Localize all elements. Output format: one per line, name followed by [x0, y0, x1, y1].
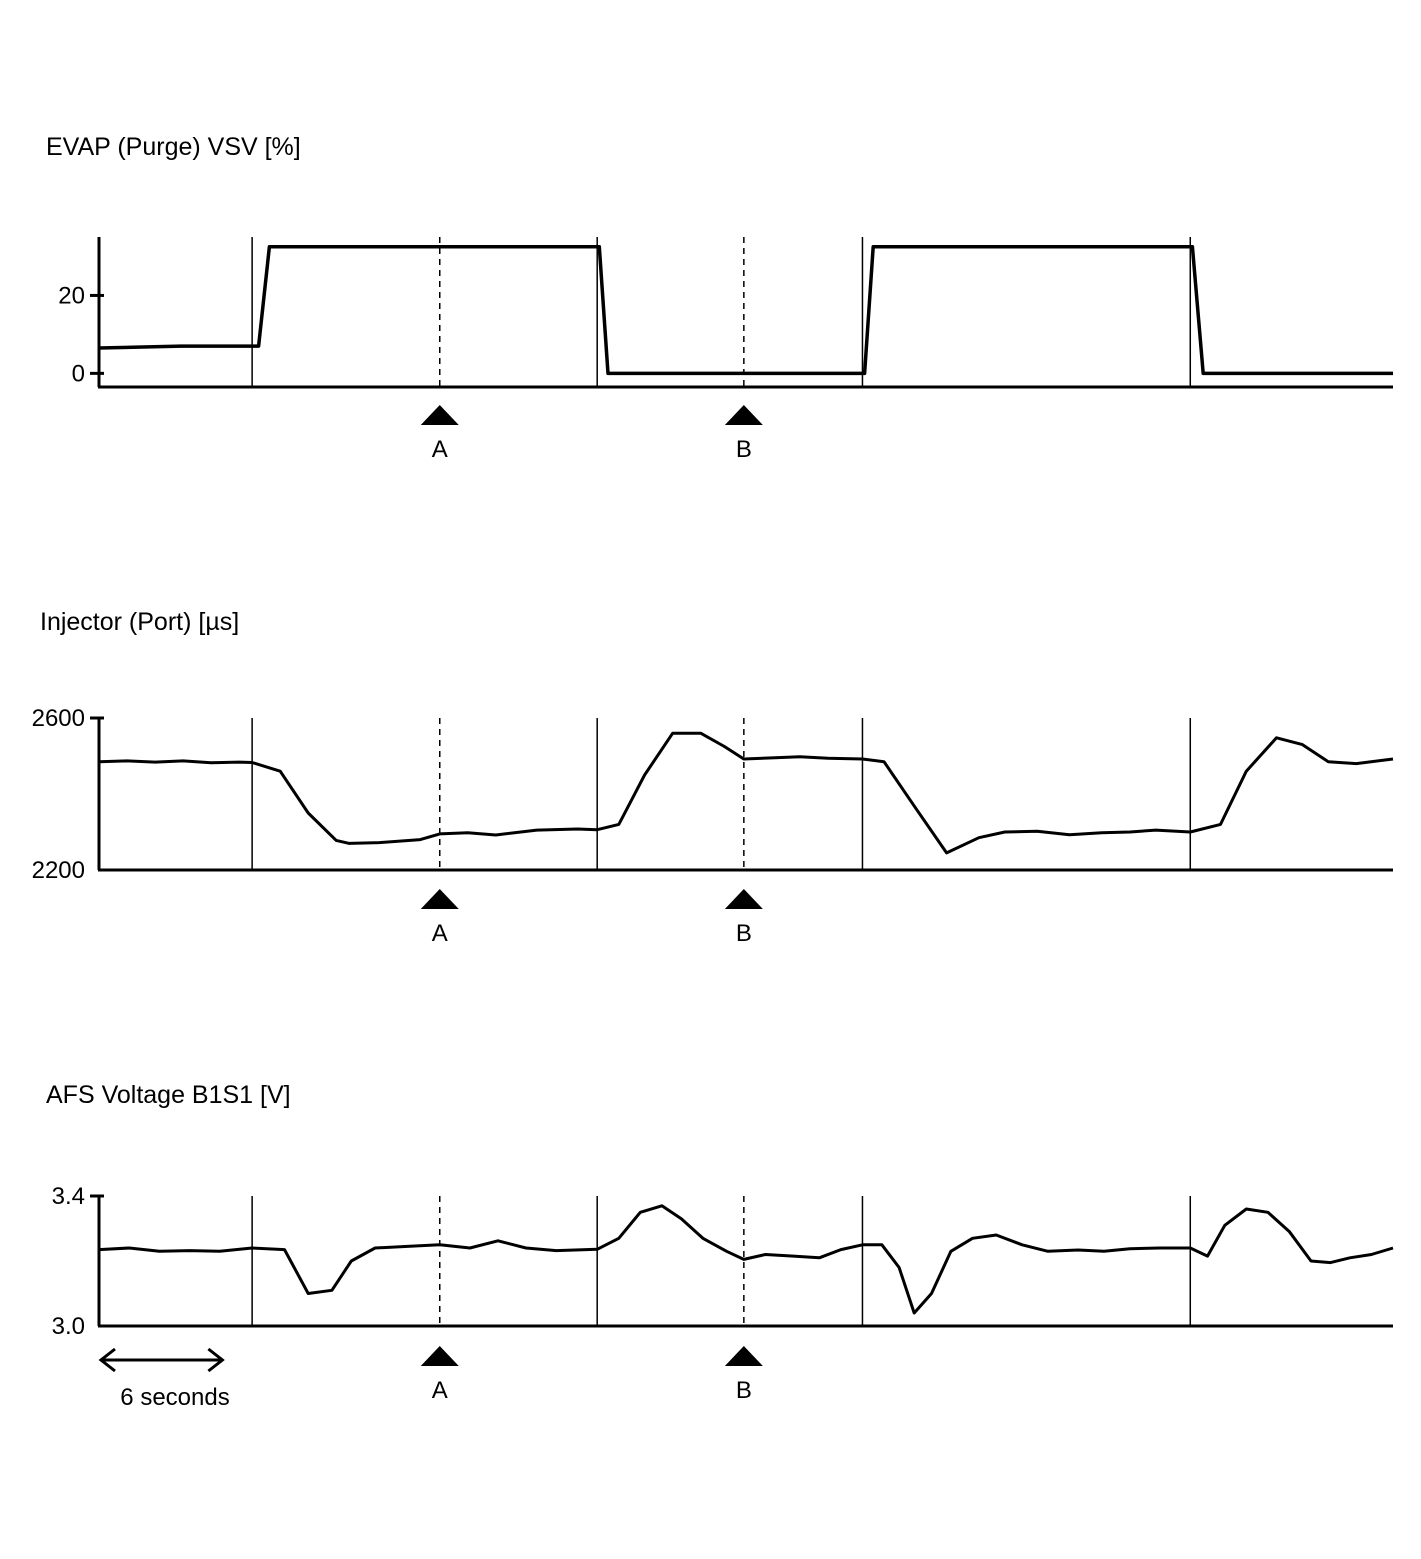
afs-voltage-panel: AFS Voltage B1S1 [V] A B 3.0 3.4 [46, 1081, 1394, 1404]
injector-ytick-label-0: 2200 [32, 857, 85, 884]
afs-series-line-0 [98, 1204, 1394, 1315]
injector-marker-triangle-a [420, 889, 459, 909]
evap-purge-vsv-title: EVAP (Purge) VSV [%] [46, 133, 301, 161]
time-scale-indicator: 6 seconds [98, 1347, 230, 1411]
injector-marker-label-b: B [736, 920, 752, 947]
afs-ytick-label-0: 3.0 [52, 1313, 85, 1340]
evap-ytick-label-1: 20 [58, 282, 85, 309]
injector-marker-label-a: A [432, 920, 448, 947]
injector-marker-triangle-b [724, 889, 763, 909]
injector-port-panel: Injector (Port) [µs] A B 2200 2600 [32, 608, 1394, 947]
evap-ytick-label-0: 0 [72, 360, 85, 387]
evap-purge-vsv-panel: EVAP (Purge) VSV [%] A B 0 20 [46, 133, 1393, 463]
injector-ytick-label-1: 2600 [32, 705, 85, 732]
afs-marker-triangle-a [420, 1346, 459, 1366]
injector-port-title: Injector (Port) [µs] [40, 608, 239, 636]
evap-series-line-0 [98, 244, 1393, 376]
afs-voltage-title: AFS Voltage B1S1 [V] [46, 1081, 291, 1109]
afs-marker-triangle-b [724, 1346, 763, 1366]
injector-series-line-0 [98, 731, 1394, 855]
afs-ytick-label-1: 3.4 [52, 1183, 85, 1210]
evap-marker-triangle-b [724, 405, 763, 425]
afs-marker-label-b: B [736, 1377, 752, 1404]
evap-marker-label-a: A [432, 436, 448, 463]
time-scale-arrowhead-left [98, 1347, 116, 1373]
time-scale-label: 6 seconds [120, 1384, 229, 1411]
time-scale-arrowhead-right [207, 1347, 225, 1373]
evap-marker-label-b: B [736, 436, 752, 463]
afs-marker-label-a: A [432, 1377, 448, 1404]
evap-marker-triangle-a [420, 405, 459, 425]
